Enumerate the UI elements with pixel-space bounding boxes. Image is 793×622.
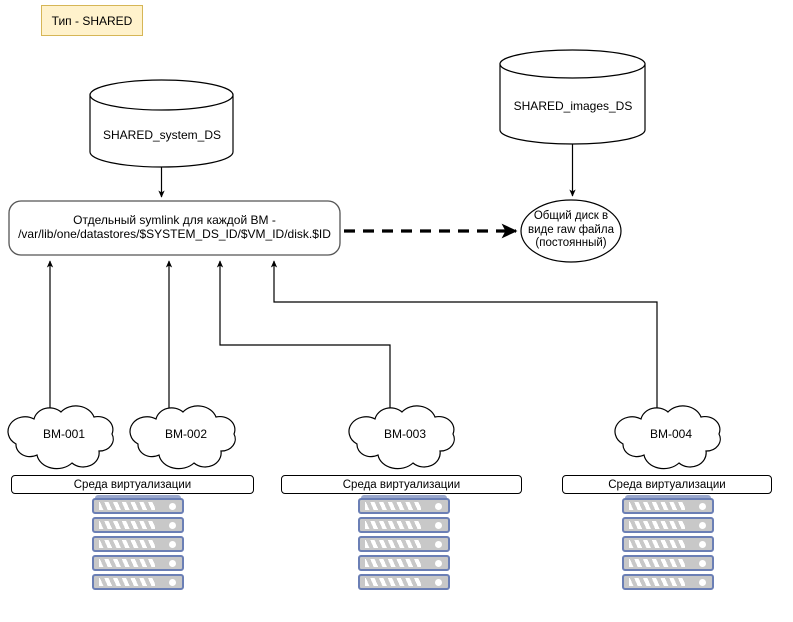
status-led-icon — [699, 541, 706, 548]
server-unit — [92, 498, 184, 514]
server-unit — [92, 517, 184, 533]
cloud-shape-vm2 — [129, 405, 236, 470]
status-led-icon — [169, 522, 176, 529]
status-led-icon — [169, 560, 176, 567]
status-led-icon — [699, 503, 706, 510]
drive-slots-icon — [365, 578, 421, 586]
server-unit — [358, 555, 450, 571]
drive-slots-icon — [365, 521, 421, 529]
drive-slots-icon — [629, 521, 685, 529]
connector-vm3-to-symlink — [216, 260, 391, 412]
cloud-shape-vm3 — [348, 405, 455, 470]
server-unit — [92, 555, 184, 571]
rack-top-trim — [625, 495, 711, 500]
datastore-cylinder-system — [89, 79, 234, 168]
rack-top-trim — [361, 495, 447, 500]
status-led-icon — [435, 503, 442, 510]
cloud-shape-vm1 — [7, 405, 114, 470]
datastore-cylinder-images — [499, 49, 646, 145]
shared-disk-text: Общий диск в виде raw файла (постоянный) — [523, 210, 619, 251]
drive-slots-icon — [629, 502, 685, 510]
server-unit — [622, 517, 714, 533]
symlink-box-shape — [8, 200, 341, 256]
drive-slots-icon — [99, 521, 155, 529]
shared-disk-line-2: виде raw файла — [528, 223, 614, 236]
status-led-icon — [699, 560, 706, 567]
drive-slots-icon — [365, 559, 421, 567]
type-badge: Тип - SHARED — [41, 5, 143, 36]
drive-slots-icon — [629, 578, 685, 586]
server-unit — [358, 498, 450, 514]
symlink-line-2: /var/lib/one/datastores/$SYSTEM_DS_ID/$V… — [18, 227, 331, 242]
drive-slots-icon — [365, 540, 421, 548]
status-led-icon — [169, 503, 176, 510]
server-rack-2 — [358, 495, 450, 593]
rack-top-trim — [95, 495, 181, 500]
symlink-line-1: Отдельный symlink для каждой ВМ - — [73, 213, 276, 227]
server-unit — [622, 555, 714, 571]
drive-slots-icon — [629, 540, 685, 548]
status-led-icon — [699, 522, 706, 529]
host-env-box-2: Среда виртуализации — [281, 475, 522, 494]
server-unit — [358, 574, 450, 590]
server-rack-3 — [622, 495, 714, 593]
status-led-icon — [435, 579, 442, 586]
drive-slots-icon — [365, 502, 421, 510]
connector-vm4-to-symlink — [270, 260, 658, 412]
server-rack-1 — [92, 495, 184, 593]
server-unit — [622, 536, 714, 552]
drive-slots-icon — [99, 559, 155, 567]
host-env-box-3: Среда виртуализации — [562, 475, 772, 494]
drive-slots-icon — [629, 559, 685, 567]
status-led-icon — [435, 560, 442, 567]
symlink-box-text: Отдельный symlink для каждой ВМ - /var/l… — [10, 213, 339, 241]
server-unit — [358, 536, 450, 552]
drive-slots-icon — [99, 502, 155, 510]
drive-slots-icon — [99, 578, 155, 586]
cloud-shape-vm4 — [614, 405, 721, 470]
status-led-icon — [435, 522, 442, 529]
server-unit — [92, 574, 184, 590]
status-led-icon — [435, 541, 442, 548]
shared-disk-line-1: Общий диск в — [533, 210, 609, 222]
shared-disk-line-3: (постоянный) — [535, 237, 607, 250]
shared-disk-ellipse — [520, 199, 622, 263]
server-unit — [622, 498, 714, 514]
drive-slots-icon — [99, 540, 155, 548]
status-led-icon — [699, 579, 706, 586]
status-led-icon — [169, 541, 176, 548]
server-unit — [622, 574, 714, 590]
server-unit — [358, 517, 450, 533]
host-env-box-1: Среда виртуализации — [11, 475, 254, 494]
server-unit — [92, 536, 184, 552]
status-led-icon — [169, 579, 176, 586]
